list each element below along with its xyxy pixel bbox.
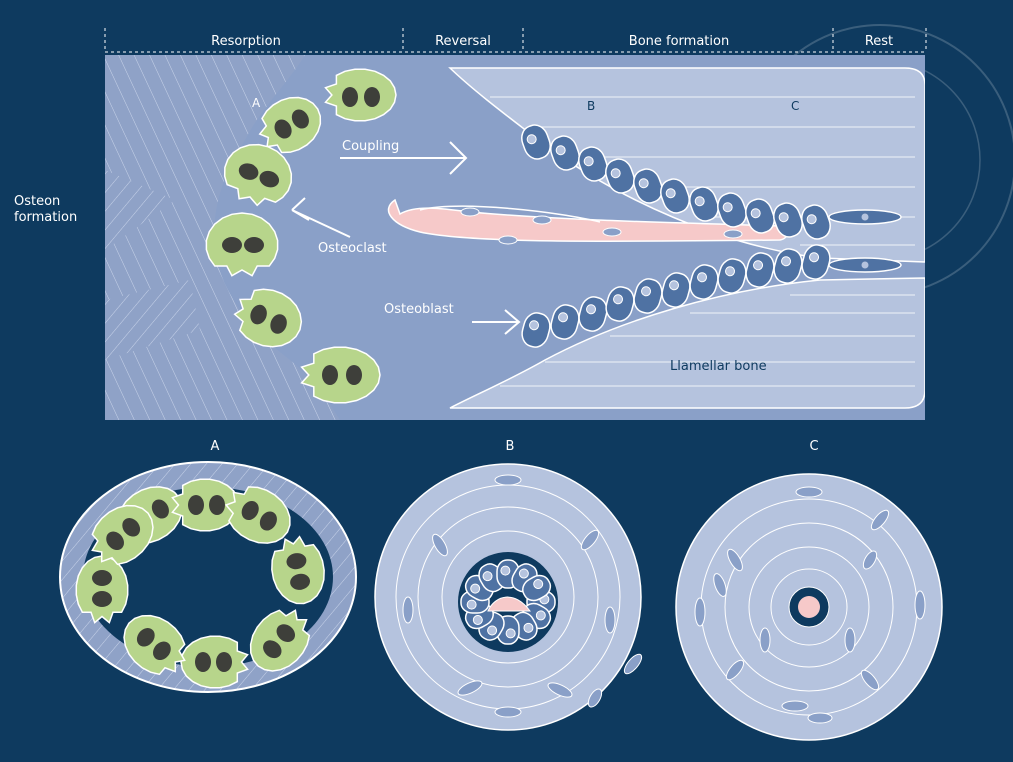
phase-rest: Rest	[865, 34, 893, 49]
osteoclast-label: Osteoclast	[318, 241, 387, 256]
osteoclast-body	[206, 213, 277, 276]
osteoclast-nucleus	[195, 652, 211, 672]
cross-section-c-title: C	[809, 439, 818, 454]
marker-b: B	[587, 99, 595, 113]
lacuna	[808, 713, 832, 723]
osteon-formation-label: Osteon formation	[14, 194, 77, 225]
osteoclast-nucleus	[92, 591, 112, 607]
osteoclast-nucleus	[342, 87, 358, 107]
osteoclast-nucleus	[244, 237, 264, 253]
osteoblast-nucleus	[506, 629, 515, 638]
osteoclast-cell	[76, 556, 127, 623]
lamellar-bone-label: Llamellar bone	[670, 359, 767, 374]
osteoblast-label: Osteoblast	[384, 302, 454, 317]
osteoclast-body	[302, 347, 380, 402]
cross-section-a-title: A	[211, 439, 220, 454]
osteoclast-nucleus	[364, 87, 380, 107]
cross-section-a	[60, 462, 356, 692]
marker-a: A	[252, 96, 261, 110]
osteoclast-nucleus	[216, 652, 232, 672]
phase-reversal: Reversal	[435, 34, 491, 49]
lacuna	[782, 701, 808, 711]
lacuna	[796, 487, 822, 497]
osteoclast-cell	[326, 69, 397, 120]
remodeling-panel	[105, 55, 925, 420]
phase-resorption: Resorption	[211, 34, 281, 49]
lacuna	[915, 591, 925, 619]
osteoclast-body	[76, 556, 127, 623]
osteoclast-nucleus	[92, 570, 112, 586]
lacuna	[495, 707, 521, 717]
osteoclast-nucleus	[346, 365, 362, 385]
osteoclast-body	[326, 69, 397, 120]
osteoblast-nucleus	[467, 600, 476, 609]
lacuna	[695, 598, 705, 626]
osteoblast-nucleus	[501, 566, 510, 575]
osteoclast-body	[181, 636, 248, 687]
lacuna	[760, 628, 770, 652]
marker-c: C	[791, 99, 799, 113]
osteoclast-nucleus	[222, 237, 242, 253]
osteoclast-nucleus	[188, 495, 204, 515]
osteoclast-cell	[206, 213, 277, 276]
phase-bone-formation: Bone formation	[629, 34, 729, 49]
lacuna	[495, 475, 521, 485]
osteoclast-cell	[181, 636, 248, 687]
coupling-label: Coupling	[342, 139, 399, 154]
lacuna	[845, 628, 855, 652]
cross-section-c	[676, 474, 942, 740]
osteoclast-nucleus	[209, 495, 225, 515]
osteoclast-cell	[302, 347, 380, 402]
cross-section-b	[375, 464, 645, 730]
cross-section-b-title: B	[506, 439, 515, 454]
lacuna	[605, 607, 615, 633]
lacuna	[403, 597, 413, 623]
osteoclast-nucleus	[322, 365, 338, 385]
